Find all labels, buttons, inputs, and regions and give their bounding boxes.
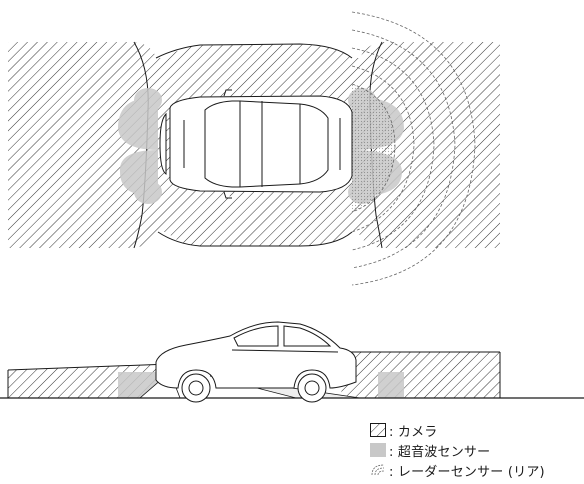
legend-item-ultrasonic: : 超音波センサー	[370, 440, 545, 460]
camera-coverage-side-rear	[340, 352, 500, 398]
coverage-boundary-bottom	[157, 231, 353, 247]
camera-hatch-swatch-icon	[370, 423, 386, 437]
radar-dotted-area	[352, 84, 395, 212]
legend-label-ultrasonic: : 超音波センサー	[389, 444, 491, 460]
car-side-view-icon	[155, 321, 357, 403]
radar-dots-swatch-icon	[370, 463, 386, 477]
legend-label-camera: : カメラ	[389, 424, 438, 440]
legend-label-radar: : レーダーセンサー (リア)	[389, 464, 545, 480]
legend: : カメラ : 超音波センサー : レーダーセンサー (リア)	[370, 420, 545, 480]
top-view	[8, 11, 500, 286]
coverage-boundary-top	[155, 43, 353, 59]
ultrasonic-gray-swatch-icon	[370, 443, 386, 457]
legend-item-camera: : カメラ	[370, 420, 545, 440]
legend-item-radar: : レーダーセンサー (リア)	[370, 460, 545, 480]
car-top-view-icon	[159, 89, 353, 199]
side-view	[0, 321, 584, 403]
ultrasonic-zones-front	[118, 88, 162, 204]
